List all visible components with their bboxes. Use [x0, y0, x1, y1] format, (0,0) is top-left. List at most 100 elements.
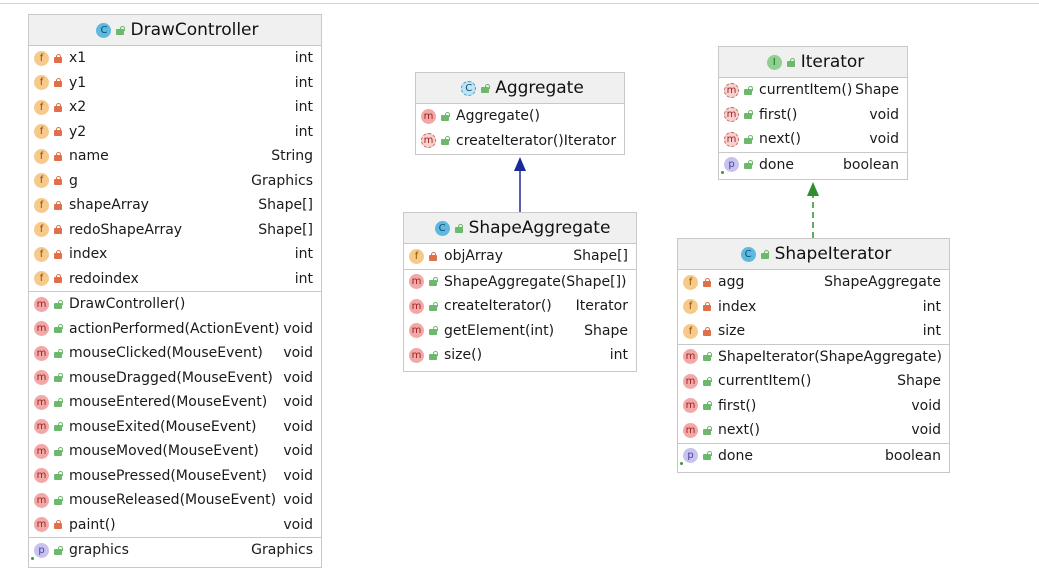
method-name: mouseEntered(MouseEvent) [69, 394, 268, 411]
abstract-class-icon: C [461, 80, 477, 96]
property-name: graphics [69, 542, 129, 559]
field-type: Shape[] [258, 221, 313, 238]
field-name: g [69, 172, 78, 189]
method-name: size() [444, 347, 483, 364]
field-name: redoShapeArray [69, 221, 183, 238]
method-name: actionPerformed(ActionEvent) [69, 320, 280, 337]
implements-arrowhead [807, 182, 819, 196]
class-header: C ShapeAggregate [404, 213, 636, 244]
public-lock-icon [429, 326, 438, 336]
field-name: index [718, 298, 757, 315]
property-icon: p [683, 448, 698, 464]
field-icon: f [34, 75, 49, 91]
public-lock-icon [54, 495, 63, 505]
public-lock-icon [703, 451, 712, 461]
method-row[interactable]: m mouseExited(MouseEvent) void [29, 415, 321, 440]
method-icon: m [34, 419, 49, 435]
field-name: x2 [69, 99, 87, 116]
private-lock-icon [54, 225, 62, 235]
method-type: void [283, 418, 313, 435]
field-name: y1 [69, 74, 87, 91]
field-icon: f [34, 124, 49, 140]
method-name: mouseExited(MouseEvent) [69, 418, 257, 435]
class-header: I Iterator [719, 47, 907, 78]
method-type: void [283, 467, 313, 484]
private-lock-icon [54, 53, 62, 63]
method-icon: m [421, 133, 436, 149]
property-icon: p [724, 157, 739, 173]
field-icon: f [34, 173, 49, 189]
field-name: x1 [69, 50, 87, 67]
class-title: DrawController [130, 20, 259, 40]
public-lock-icon [744, 160, 753, 170]
method-type: void [869, 131, 899, 148]
private-lock-icon [703, 302, 711, 312]
field-type: int [294, 270, 313, 287]
public-icon [116, 25, 125, 35]
method-icon: m [34, 492, 49, 508]
class-title: ShapeAggregate [468, 218, 611, 238]
class-title: Iterator [800, 52, 865, 72]
method-icon: m [409, 323, 424, 339]
method-name: mouseMoved(MouseEvent) [69, 443, 259, 460]
property-accessor-dot [680, 462, 683, 465]
method-type: void [283, 394, 313, 411]
top-divider [0, 0, 1039, 4]
field-icon: f [34, 99, 49, 115]
method-type: Iterator [563, 132, 617, 149]
field-type: int [294, 246, 313, 263]
method-name: next() [759, 131, 801, 148]
method-type: void [911, 397, 941, 414]
method-row[interactable]: m createIterator()Iterator [416, 129, 624, 154]
method-name: ShapeIterator(ShapeAggregate) [718, 348, 942, 365]
method-name: createIterator() [456, 132, 564, 149]
